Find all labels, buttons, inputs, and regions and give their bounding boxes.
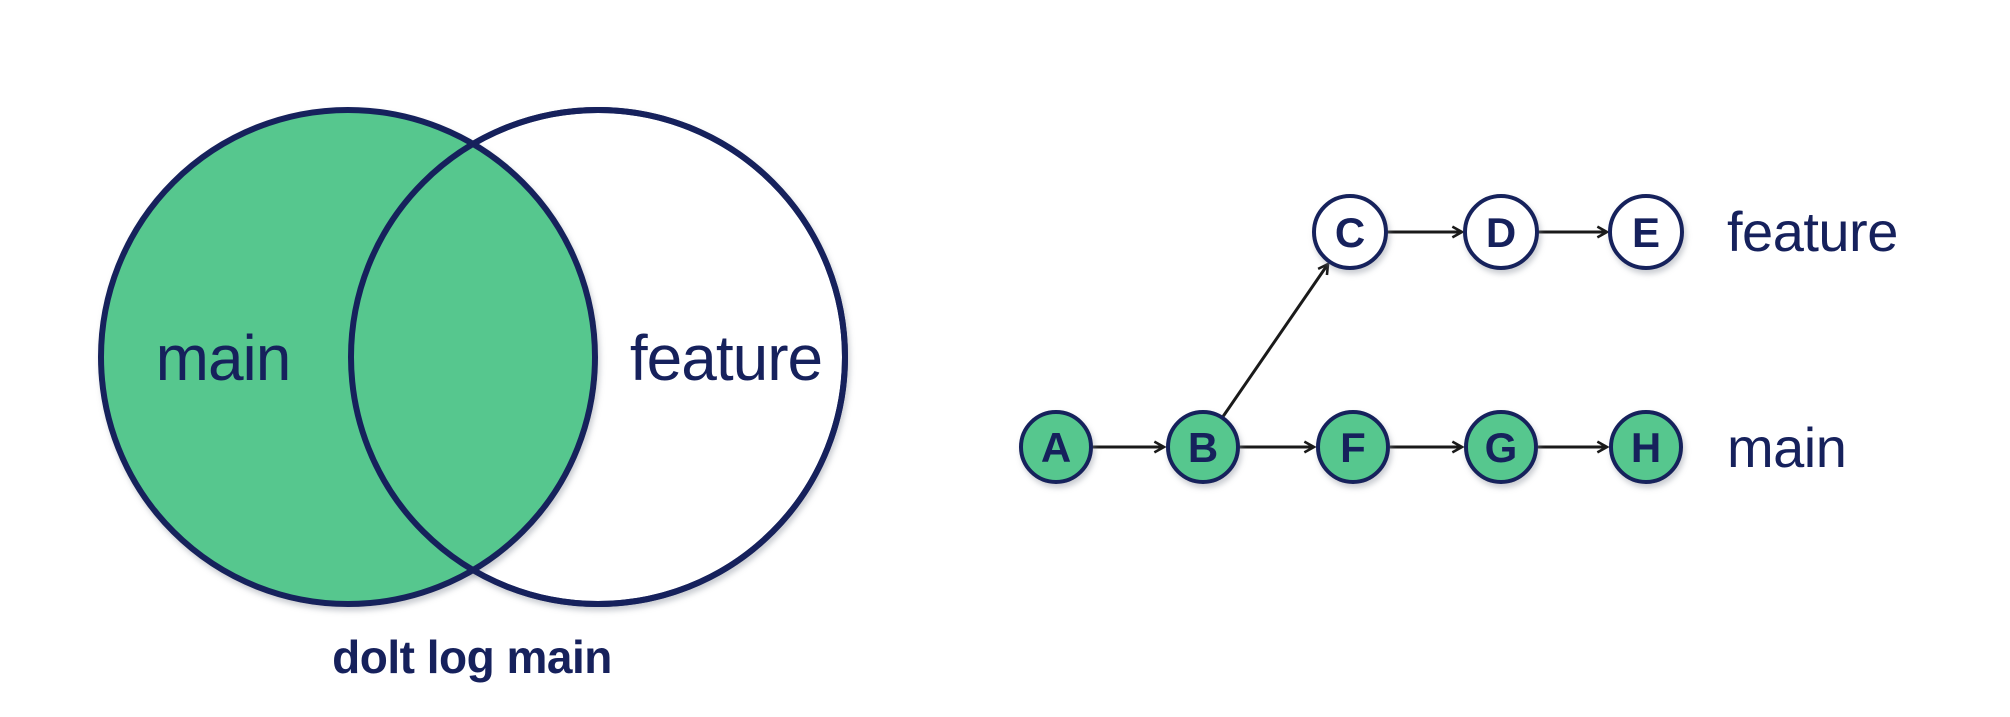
edge-B-C <box>1220 264 1328 419</box>
commit-node-D-label: D <box>1486 209 1516 256</box>
commit-node-D: D <box>1463 194 1539 270</box>
commit-node-F: F <box>1316 410 1390 484</box>
commit-node-F-label: F <box>1340 424 1366 471</box>
venn-feature-label: feature <box>630 322 822 394</box>
commit-node-C-circle <box>1312 194 1388 270</box>
commit-node-H-label: H <box>1631 424 1661 471</box>
venn-diagram: main feature dolt log main <box>98 107 848 683</box>
venn-caption: dolt log main <box>332 631 612 683</box>
commit-node-C-label: C <box>1335 209 1365 256</box>
commit-node-E-circle <box>1608 194 1684 270</box>
commit-graph: A B F G H C <box>1019 194 1898 484</box>
commit-node-A-label: A <box>1041 424 1071 471</box>
commit-node-C: C <box>1312 194 1388 270</box>
commit-node-A: A <box>1019 410 1093 484</box>
commit-node-B-circle <box>1166 410 1240 484</box>
commit-node-G-label: G <box>1485 424 1518 471</box>
commit-node-G-circle <box>1464 410 1538 484</box>
commit-node-H-circle <box>1609 410 1683 484</box>
commit-node-H: H <box>1609 410 1683 484</box>
commit-node-B: B <box>1166 410 1240 484</box>
commit-node-F-circle <box>1316 410 1390 484</box>
commit-node-E: E <box>1608 194 1684 270</box>
commit-node-E-label: E <box>1632 209 1660 256</box>
commit-node-B-label: B <box>1188 424 1218 471</box>
commit-node-A-circle <box>1019 410 1093 484</box>
branch-label-main: main <box>1727 416 1846 479</box>
branch-label-feature: feature <box>1727 200 1898 263</box>
venn-main-label: main <box>156 322 291 394</box>
commit-node-G: G <box>1464 410 1538 484</box>
commit-node-D-circle <box>1463 194 1539 270</box>
venn-feature-circle-outline <box>348 107 848 607</box>
